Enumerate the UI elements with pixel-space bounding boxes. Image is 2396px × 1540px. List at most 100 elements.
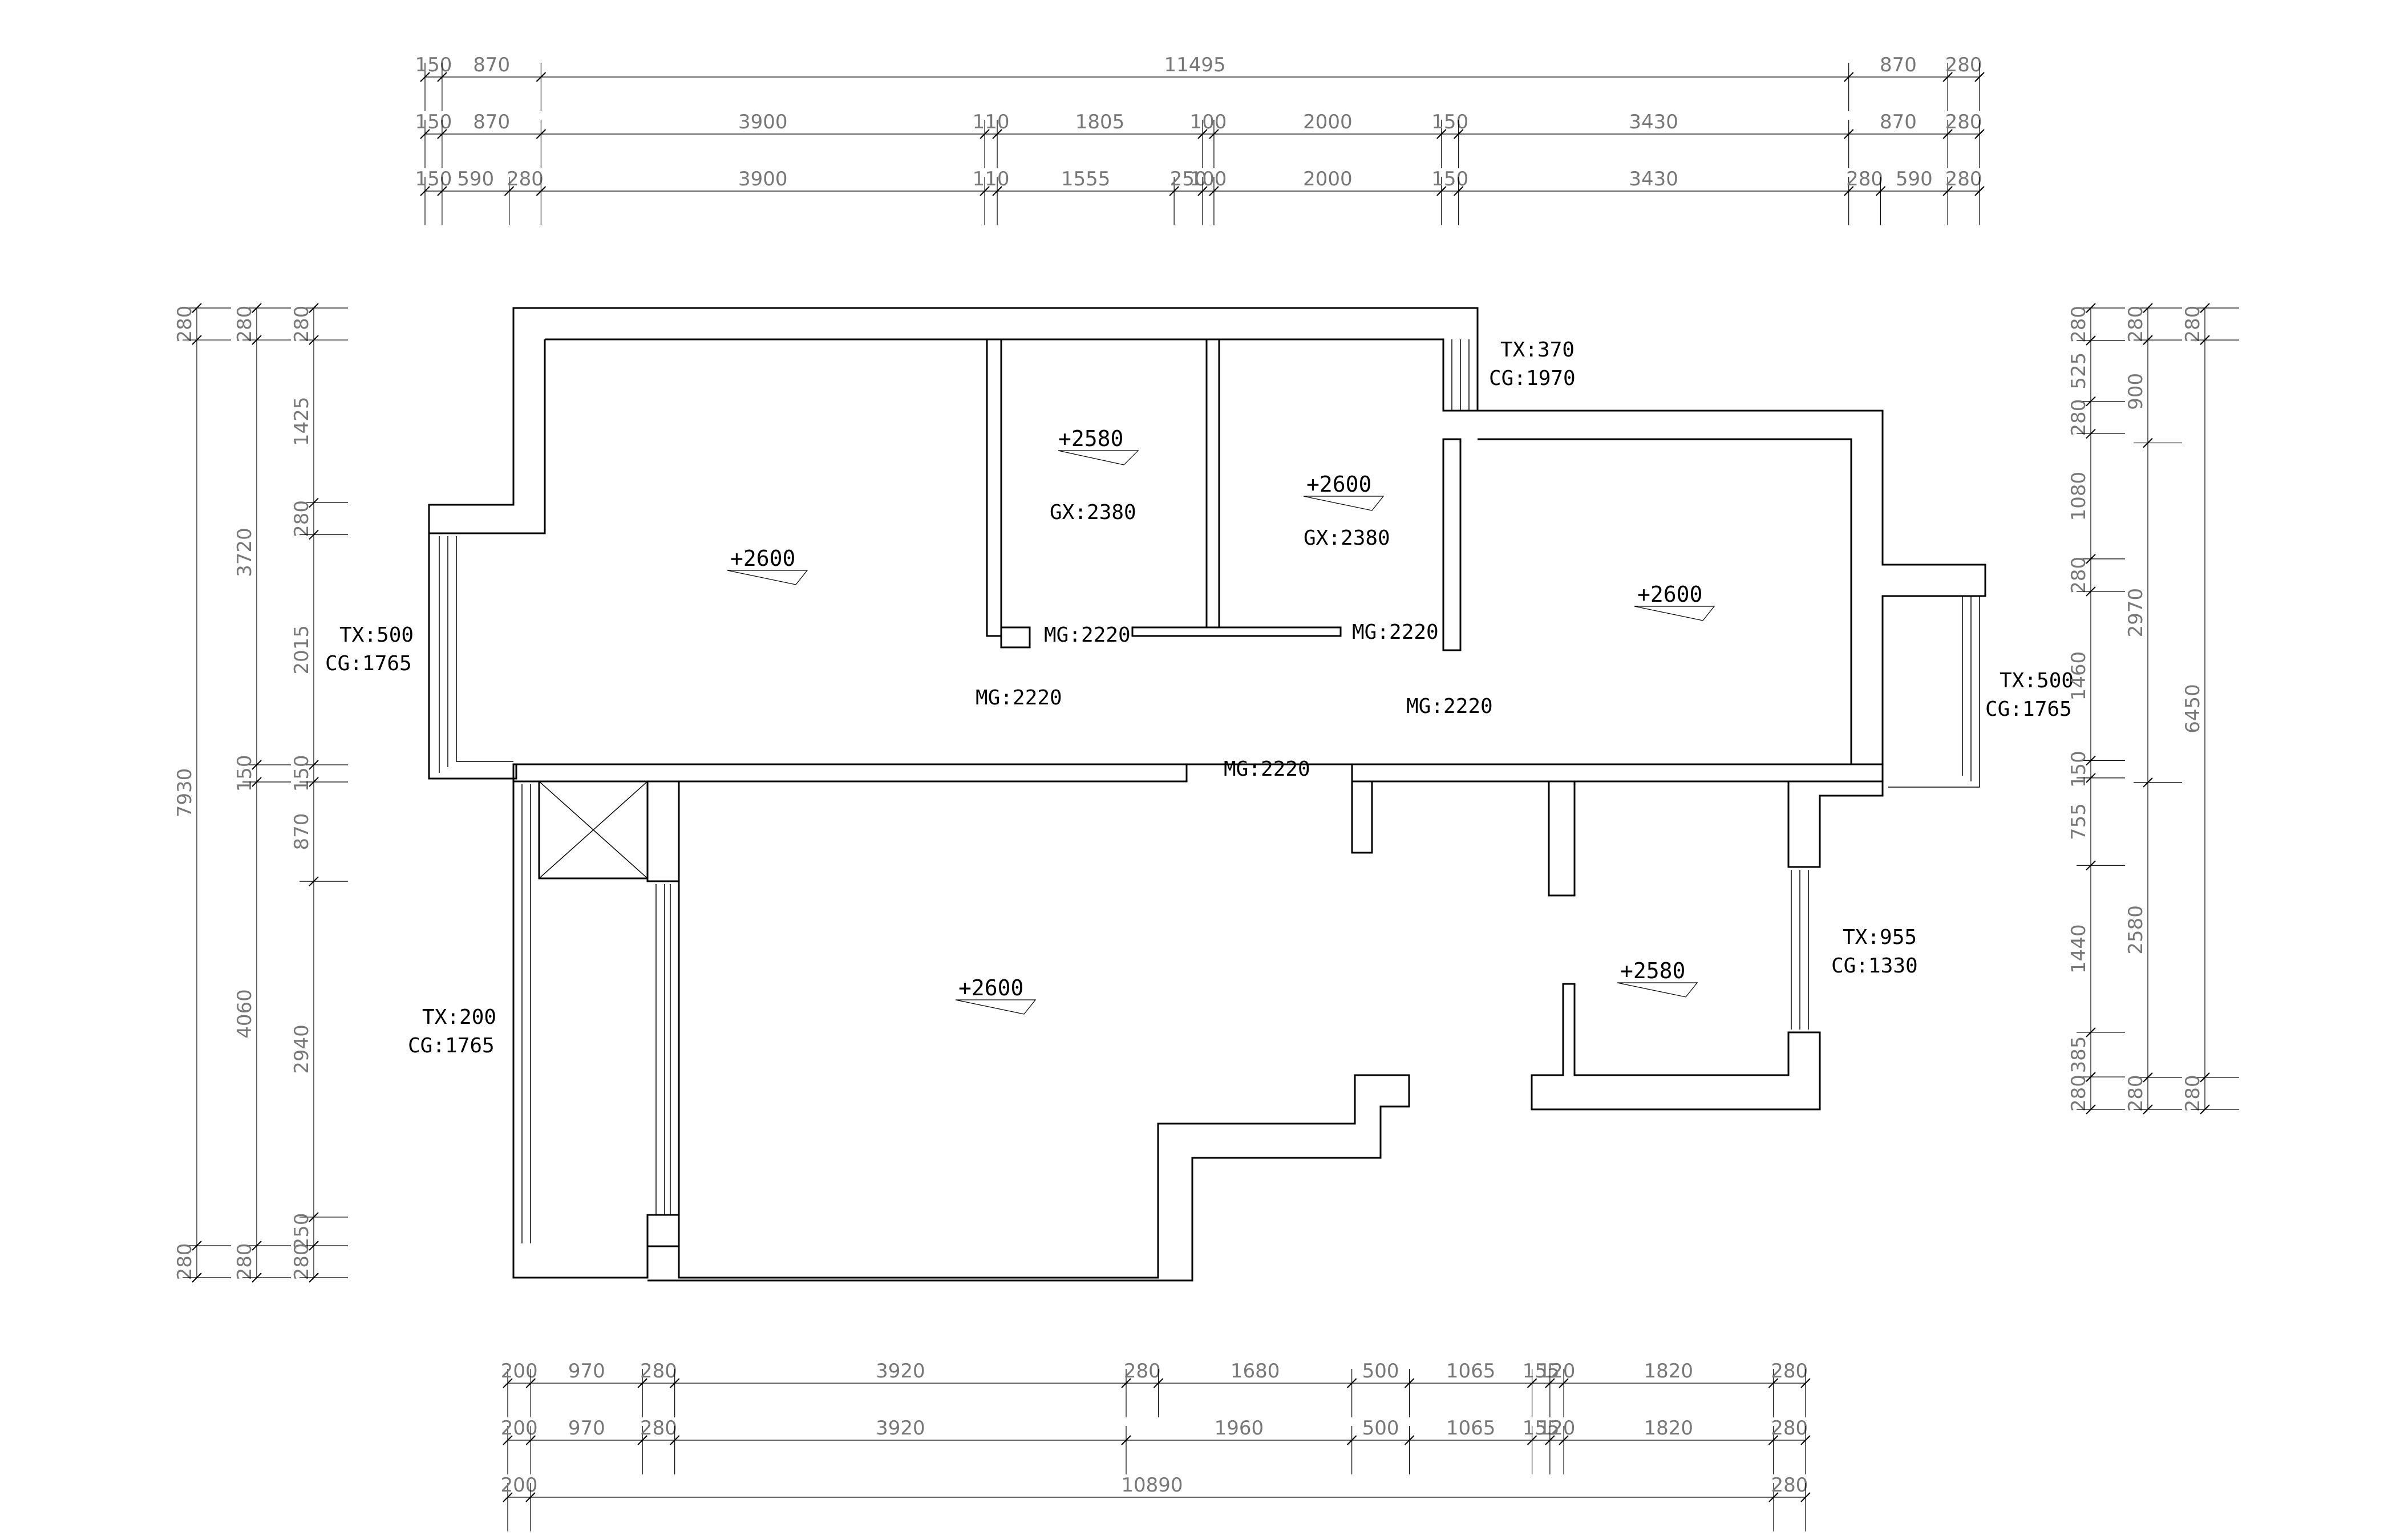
dim-bottom-0-tick: [503, 1378, 513, 1388]
dim-bottom-1-label: 1820: [1644, 1417, 1694, 1440]
dim-right-0-label: 1080: [2067, 472, 2090, 521]
dim-top-2-tick: [1942, 186, 1953, 196]
dim-left-2-label: 250: [290, 1213, 313, 1250]
dim-top-2-label: 3900: [738, 168, 788, 191]
dim-top-2-label: 3430: [1629, 168, 1678, 191]
dim-bottom-1-tick: [669, 1435, 680, 1445]
dim-top-1-tick: [980, 129, 990, 139]
dim-bottom-0-label: 1820: [1644, 1360, 1694, 1383]
dim-left-1-label: 280: [233, 1243, 256, 1280]
dim-right-1-tick: [2143, 437, 2153, 448]
dim-top-1-tick: [1436, 129, 1447, 139]
dim-bottom-1-tick: [1404, 1435, 1415, 1445]
dim-right-0-tick: [2086, 860, 2096, 871]
window-right-upper-cg: CG:1765: [1985, 698, 2072, 721]
dim-top-1-tick: [1843, 129, 1854, 139]
dim-top-1-tick: [1197, 129, 1208, 139]
dim-right-0-tick: [2086, 1027, 2096, 1038]
dim-top-2-label: 590: [1896, 168, 1933, 191]
dim-right-1-tick: [2143, 1072, 2153, 1083]
dim-top-0-label: 870: [1880, 54, 1917, 76]
dim-left-0-label: 280: [173, 1243, 196, 1280]
window-left-upper: [439, 536, 513, 773]
dim-bottom-1-label: 3920: [876, 1417, 925, 1440]
dim-bottom-1-label: 500: [1362, 1417, 1399, 1440]
dim-left-2-tick: [309, 1272, 319, 1283]
dim-right-2-label: 280: [2182, 1075, 2204, 1112]
dim-left-2-label: 2940: [290, 1024, 313, 1074]
wall-partition-2: [1205, 338, 1220, 629]
dim-right-0-tick: [2086, 396, 2096, 407]
dim-bottom-2-label: 280: [1771, 1474, 1808, 1497]
dim-top-2-tick: [536, 186, 547, 196]
ceiling-1: GX:2380: [1050, 501, 1136, 524]
dim-bottom-0-tick: [1559, 1378, 1569, 1388]
dim-left-2-tick: [309, 777, 319, 787]
wall-bath: [1531, 781, 1884, 1111]
dim-right-2-tick: [2200, 1072, 2210, 1083]
dim-right-0-label: 385: [2067, 1036, 2090, 1073]
door-5: MG:2220: [1224, 757, 1310, 781]
dim-right-0-tick: [2086, 303, 2096, 313]
dim-bottom-1-tick: [1559, 1435, 1569, 1445]
dim-bottom-1-tick: [503, 1435, 513, 1445]
dim-top-1-label: 100: [1190, 111, 1227, 133]
dim-top-2-tick: [1209, 186, 1219, 196]
dim-bottom-0-tick: [1527, 1378, 1537, 1388]
dim-left-1-label: 280: [233, 306, 256, 343]
wall-partition-4: [1000, 626, 1031, 649]
level-6: +2580: [1620, 958, 1685, 983]
dim-bottom-0-tick: [1121, 1378, 1131, 1388]
wall-partition-5: [1442, 438, 1462, 651]
dim-right-0-label: 1460: [2067, 651, 2090, 701]
dim-top-2-label: 110: [973, 168, 1010, 191]
dim-top-0-tick: [1942, 72, 1953, 82]
dim-right-1-label: 280: [2124, 306, 2147, 343]
dim-right-0-label: 1440: [2067, 924, 2090, 974]
dim-right-0-tick: [2086, 428, 2096, 439]
dim-left-2-tick: [309, 497, 319, 508]
dim-left-1-tick: [252, 777, 262, 787]
dim-top-2-tick: [420, 186, 430, 196]
dim-bottom-1-label: 280: [1771, 1417, 1808, 1440]
dim-top-1-tick: [1453, 129, 1464, 139]
dim-top-1-label: 2000: [1303, 111, 1353, 133]
dim-bottom-1-tick: [1346, 1435, 1357, 1445]
dim-bottom-1-tick: [1800, 1435, 1811, 1445]
dim-top-2-label: 1555: [1061, 168, 1111, 191]
dim-left-2-label: 870: [290, 813, 313, 850]
levels: +2580 +2600 +2600 +2600 +2600 +2580: [727, 426, 1715, 1015]
dim-left-2-tick: [309, 1241, 319, 1251]
dim-bottom-1-label: 200: [501, 1417, 538, 1440]
dim-bottom-1-tick: [525, 1435, 536, 1445]
window-right-lower: [1791, 870, 1809, 1030]
dim-bottom-0-tick: [1404, 1378, 1415, 1388]
dim-left-2-tick: [309, 760, 319, 770]
dim-top-1-tick: [420, 129, 430, 139]
dim-top-0-label: 870: [473, 54, 510, 76]
wall-middle-left: [512, 763, 1188, 783]
window-top-tx: TX:370: [1500, 338, 1575, 362]
dim-right-0-tick: [2086, 335, 2096, 346]
dim-top-1-label: 870: [473, 111, 510, 133]
dim-left-0-label: 7930: [173, 768, 196, 818]
dim-left-2-label: 280: [290, 500, 313, 537]
dim-left-2-tick: [309, 335, 319, 345]
dim-bottom-0-label: 200: [501, 1360, 538, 1383]
dim-left-2-label: 1425: [290, 396, 313, 446]
dim-bottom-0-label: 155: [1523, 1360, 1560, 1383]
window-left-lower-cg: CG:1765: [408, 1034, 495, 1057]
dim-bottom-1-label: 120: [1539, 1417, 1576, 1440]
dim-left-0-label: 280: [173, 306, 196, 343]
dim-bottom-1-tick: [1527, 1435, 1537, 1445]
level-4: +2600: [1637, 582, 1702, 607]
window-left-upper-cg: CG:1765: [325, 652, 412, 675]
level-1: +2580: [1058, 426, 1123, 451]
dim-top-2-tick: [1197, 186, 1208, 196]
dim-bottom-0-tick: [637, 1378, 647, 1388]
dim-left-2-tick: [309, 876, 319, 886]
dim-right-1-tick: [2143, 777, 2153, 788]
dim-top-2-label: 280: [507, 168, 544, 191]
dim-right-0-tick: [2086, 554, 2096, 564]
wall-middle-right: [1351, 763, 1884, 783]
